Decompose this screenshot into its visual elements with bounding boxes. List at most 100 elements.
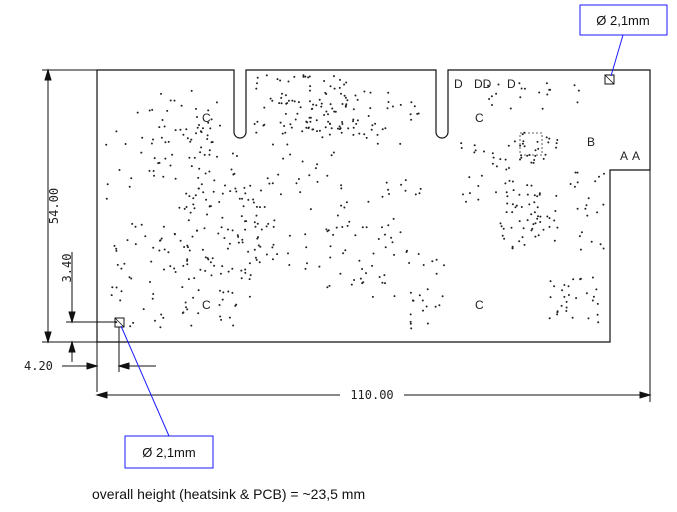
pad-dot — [210, 274, 213, 277]
pad-dot — [197, 312, 200, 315]
pad-dot — [356, 119, 359, 122]
pad-dot — [508, 179, 511, 182]
pad-dot — [256, 82, 258, 85]
pad-dot — [256, 120, 259, 123]
pad-dot — [560, 304, 563, 307]
pad-dot — [198, 167, 201, 170]
pad-dot — [578, 235, 581, 238]
pad-dot — [169, 164, 172, 167]
pad-dot — [344, 249, 347, 252]
pad-dot — [307, 126, 310, 129]
pad-dot — [193, 207, 196, 210]
pad-dot — [387, 91, 390, 94]
pad-dot — [531, 227, 534, 230]
pad-dot — [163, 248, 166, 251]
pad-dot — [576, 171, 579, 174]
pad-dot — [190, 138, 193, 141]
pad-dot — [136, 111, 139, 114]
pad-dot — [314, 167, 317, 170]
pad-dot — [163, 125, 166, 128]
pad-dot — [528, 203, 531, 206]
pad-dot — [174, 129, 177, 132]
pad-dot — [255, 258, 258, 261]
pad-dot — [263, 106, 266, 109]
pad-dot — [192, 203, 195, 206]
hole-offset-x-dimension — [62, 327, 156, 392]
pad-dot — [473, 151, 476, 154]
pad-dot — [340, 187, 343, 190]
pad-dot — [190, 165, 193, 168]
pad-dot — [585, 204, 588, 207]
pad-dot — [365, 136, 368, 139]
pad-dot — [522, 140, 525, 143]
pad-dot — [546, 93, 549, 96]
pad-dot — [329, 256, 332, 259]
pad-dot — [363, 90, 366, 93]
pad-dot — [519, 158, 521, 161]
pad-dot — [339, 272, 342, 275]
pad-dot — [388, 193, 390, 195]
pad-dot — [507, 144, 510, 147]
pad-dot — [282, 157, 285, 160]
pad-dot — [574, 171, 577, 174]
pad-dot — [105, 197, 108, 200]
pad-dot — [236, 155, 238, 157]
pad-dot — [158, 126, 161, 129]
pad-dot — [602, 203, 605, 206]
pad-dot — [343, 206, 346, 209]
pad-dot — [350, 283, 353, 286]
pad-dot — [254, 225, 257, 228]
pad-dot — [130, 277, 133, 280]
width-value: 110.00 — [350, 388, 393, 402]
pad-dot — [462, 193, 464, 196]
pad-dot — [411, 299, 414, 302]
pad-dot — [334, 110, 337, 113]
pad-dot — [281, 132, 284, 135]
pad-dot — [223, 237, 226, 239]
pad-dot — [491, 104, 493, 106]
pad-dot — [159, 326, 162, 329]
pad-dot — [152, 246, 155, 249]
pad-dot — [229, 190, 232, 193]
pad-dot — [309, 89, 311, 92]
pad-dot — [157, 162, 160, 165]
pad-dot — [504, 158, 507, 161]
pad-dot — [596, 302, 599, 305]
pad-dot — [272, 225, 275, 228]
pad-dot — [473, 144, 476, 147]
pad-dot — [553, 219, 556, 222]
zone-label-d3: D — [507, 77, 516, 91]
pad-dot — [119, 299, 122, 302]
pad-dot — [329, 103, 332, 106]
pad-dot — [149, 281, 151, 283]
pad-dot — [518, 240, 521, 243]
pad-dot — [297, 178, 300, 180]
pad-dot — [602, 247, 605, 250]
pad-dot — [204, 172, 207, 175]
pad-dot — [252, 201, 255, 204]
pad-dot — [387, 101, 390, 103]
pad-dot — [208, 170, 211, 173]
pad-dot — [128, 276, 131, 279]
pad-dot — [352, 120, 354, 123]
pad-dot — [419, 187, 422, 190]
pad-dot — [315, 104, 318, 107]
pad-dot — [188, 195, 191, 198]
pad-dot — [134, 243, 137, 246]
pad-dot — [530, 184, 533, 187]
pad-dot — [409, 320, 412, 323]
pad-dot — [338, 125, 341, 128]
pad-dot — [183, 207, 186, 210]
pad-dot — [330, 127, 333, 130]
pad-dot — [111, 286, 114, 289]
pad-dot — [219, 124, 221, 127]
pad-dot — [483, 150, 485, 153]
pad-dot — [287, 99, 290, 102]
pad-dot — [267, 222, 270, 225]
pad-dot — [204, 256, 207, 259]
pad-dot — [208, 149, 211, 152]
pad-dot — [421, 299, 424, 302]
pad-dot — [141, 136, 144, 139]
pad-dot — [227, 290, 230, 293]
pad-dot — [213, 264, 216, 267]
